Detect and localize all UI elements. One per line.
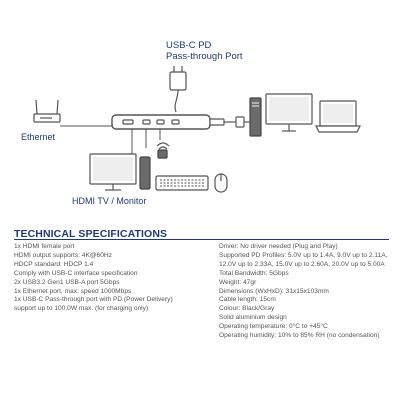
spec-line: Driver: No driver needed (Plug and Play): [219, 243, 338, 250]
pc-tower-icon: [249, 97, 262, 137]
spec-line: Total Bandwidth: 5Gbps: [219, 269, 289, 277]
spec-line: Weight: 47gr: [219, 278, 257, 286]
keyboard-icon: [155, 175, 209, 191]
hdmi-monitor-icon: [89, 153, 137, 191]
connection-diagram: [33, 66, 361, 193]
spec-line: 2x USB3.2 Gen1 USB-A port 5Gbps: [14, 278, 120, 286]
specs-divider: [14, 239, 389, 240]
spec-line: Dimensions (WxHxD): 31x15x103mm: [219, 287, 329, 295]
spec-line: 1x Ethernet port, max. speed 1000Mbps: [14, 287, 132, 295]
hub-icon: [111, 114, 236, 130]
mouse-icon: [214, 173, 228, 193]
charger-icon: [169, 66, 187, 113]
spec-line: Operating humidity: 10% to 85% RH (no co…: [219, 332, 380, 340]
monitor-icon: [265, 93, 313, 132]
spec-line: Supported PD Profiles: 5.0V up to 1.4A, …: [219, 251, 388, 259]
phone-icon: [139, 156, 151, 190]
spec-line: 1x USB-C Pass-through port with PD (Powe…: [14, 296, 173, 304]
spec-line: Comply with USB-C interface specificatio…: [14, 269, 138, 277]
wifi-icon: [156, 142, 170, 159]
usb-c-pd-label-line1: USB-C PD: [166, 40, 212, 51]
usb-c-pd-label: USB-C PD Pass-through Port: [166, 40, 243, 62]
specs-title: TECHNICAL SPECIFICATIONS: [14, 228, 168, 240]
specs-right-column: Driver: No driver needed (Plug and Play)…: [219, 243, 394, 341]
spec-line: Operating temperature: 0°C to +45°C: [219, 323, 328, 331]
spec-line: 12.0V up to 2.33A, 15.0V up to 2.60A, 20…: [219, 260, 385, 268]
usb-c-pd-label-line2: Pass-through Port: [166, 51, 243, 62]
router-icon: [33, 99, 61, 123]
spec-line: Colour: Black/Gray: [219, 305, 275, 313]
spec-line: HDMI output supports: 4K@60Hz: [14, 251, 112, 259]
spec-line: HDCP standard: HDCP 1.4: [14, 260, 94, 268]
hdmi-label: HDMI TV / Monitor: [72, 196, 147, 206]
laptop-icon: [315, 100, 361, 133]
spec-line: support up to 100.0W max. (for charging …: [14, 305, 149, 313]
spec-line: 1x HDMI female port: [14, 243, 75, 250]
spec-line: Cable length: 15cm: [219, 296, 276, 304]
ethernet-label: Ethernet: [21, 132, 56, 142]
spec-line: Solid aluminium design: [219, 314, 287, 322]
specs-left-column: 1x HDMI female port HDMI output supports…: [14, 243, 210, 314]
